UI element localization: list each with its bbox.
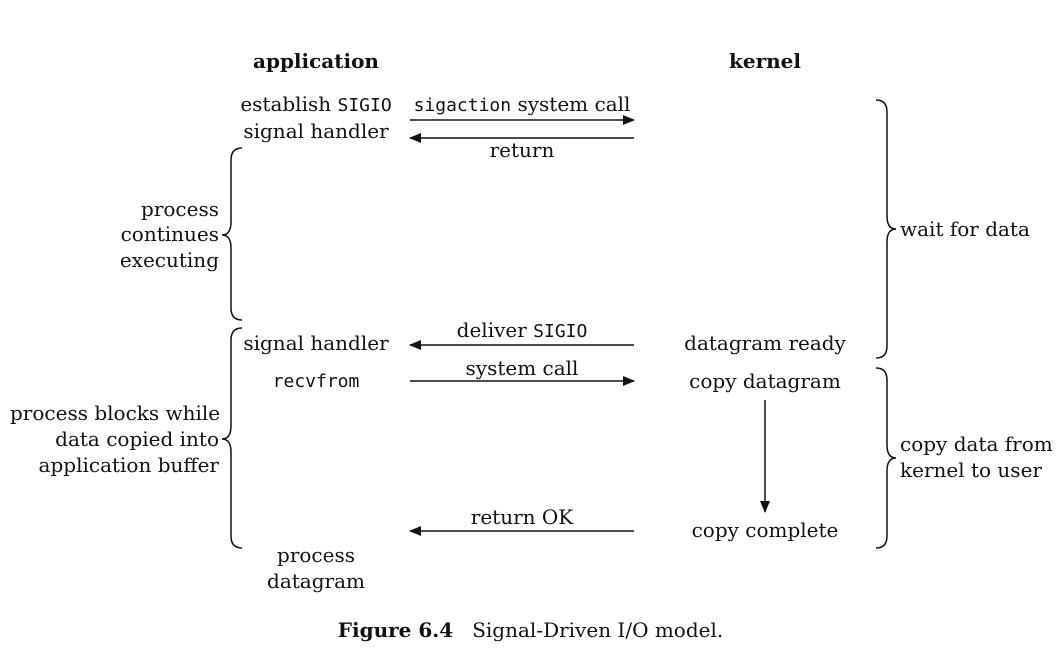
process-continues-line-1: process	[141, 197, 219, 221]
wait-for-data-label: wait for data	[900, 217, 1030, 241]
process-blocks-line-3: application buffer	[38, 453, 219, 477]
signal-handler-label-2: signal handler	[243, 331, 389, 355]
deliver-signal-name: SIGIO	[533, 321, 588, 342]
copy-complete-label: copy complete	[691, 518, 839, 542]
copy-data-line-1: copy data from	[900, 432, 1053, 456]
recvfrom-label: recvfrom	[272, 371, 360, 392]
continues-brace	[221, 147, 243, 321]
system-call-label: system call	[465, 356, 579, 380]
figure-caption: Figure 6.4 Signal-Driven I/O model.	[0, 617, 1061, 643]
copy-brace	[875, 367, 897, 549]
sigio-signal-name: SIGIO	[337, 95, 392, 116]
establish-prefix: establish	[240, 92, 332, 116]
process-blocks-line-2: data copied into	[55, 427, 219, 451]
kernel-header: kernel	[729, 49, 801, 73]
copy-data-line-2: kernel to user	[900, 458, 1042, 482]
copy-datagram-label: copy datagram	[689, 369, 841, 393]
process-datagram-line-1: process	[277, 543, 355, 567]
sigaction-label: sigaction system call	[402, 91, 642, 119]
process-continues-line-2: continues	[120, 222, 219, 246]
return-label: return	[489, 138, 555, 162]
sigaction-fn: sigaction	[413, 95, 512, 116]
process-continues-line-3: executing	[119, 248, 219, 272]
process-datagram-line-2: datagram	[267, 569, 365, 593]
deliver-prefix: deliver	[456, 318, 527, 342]
blocks-brace	[221, 327, 243, 549]
figure-title: Signal-Driven I/O model.	[472, 618, 724, 642]
wait-brace	[875, 99, 897, 359]
establish-label: establish SIGIO	[216, 91, 416, 119]
application-header: application	[253, 49, 379, 73]
figure-number: Figure 6.4	[337, 618, 454, 642]
datagram-ready-label: datagram ready	[684, 331, 846, 355]
return-ok-label: return OK	[470, 505, 574, 529]
signal-handler-label: signal handler	[243, 119, 389, 143]
sigaction-rest: system call	[517, 92, 631, 116]
process-blocks-line-1: process blocks while	[10, 401, 221, 425]
deliver-sigio-label: deliver SIGIO	[402, 317, 642, 345]
